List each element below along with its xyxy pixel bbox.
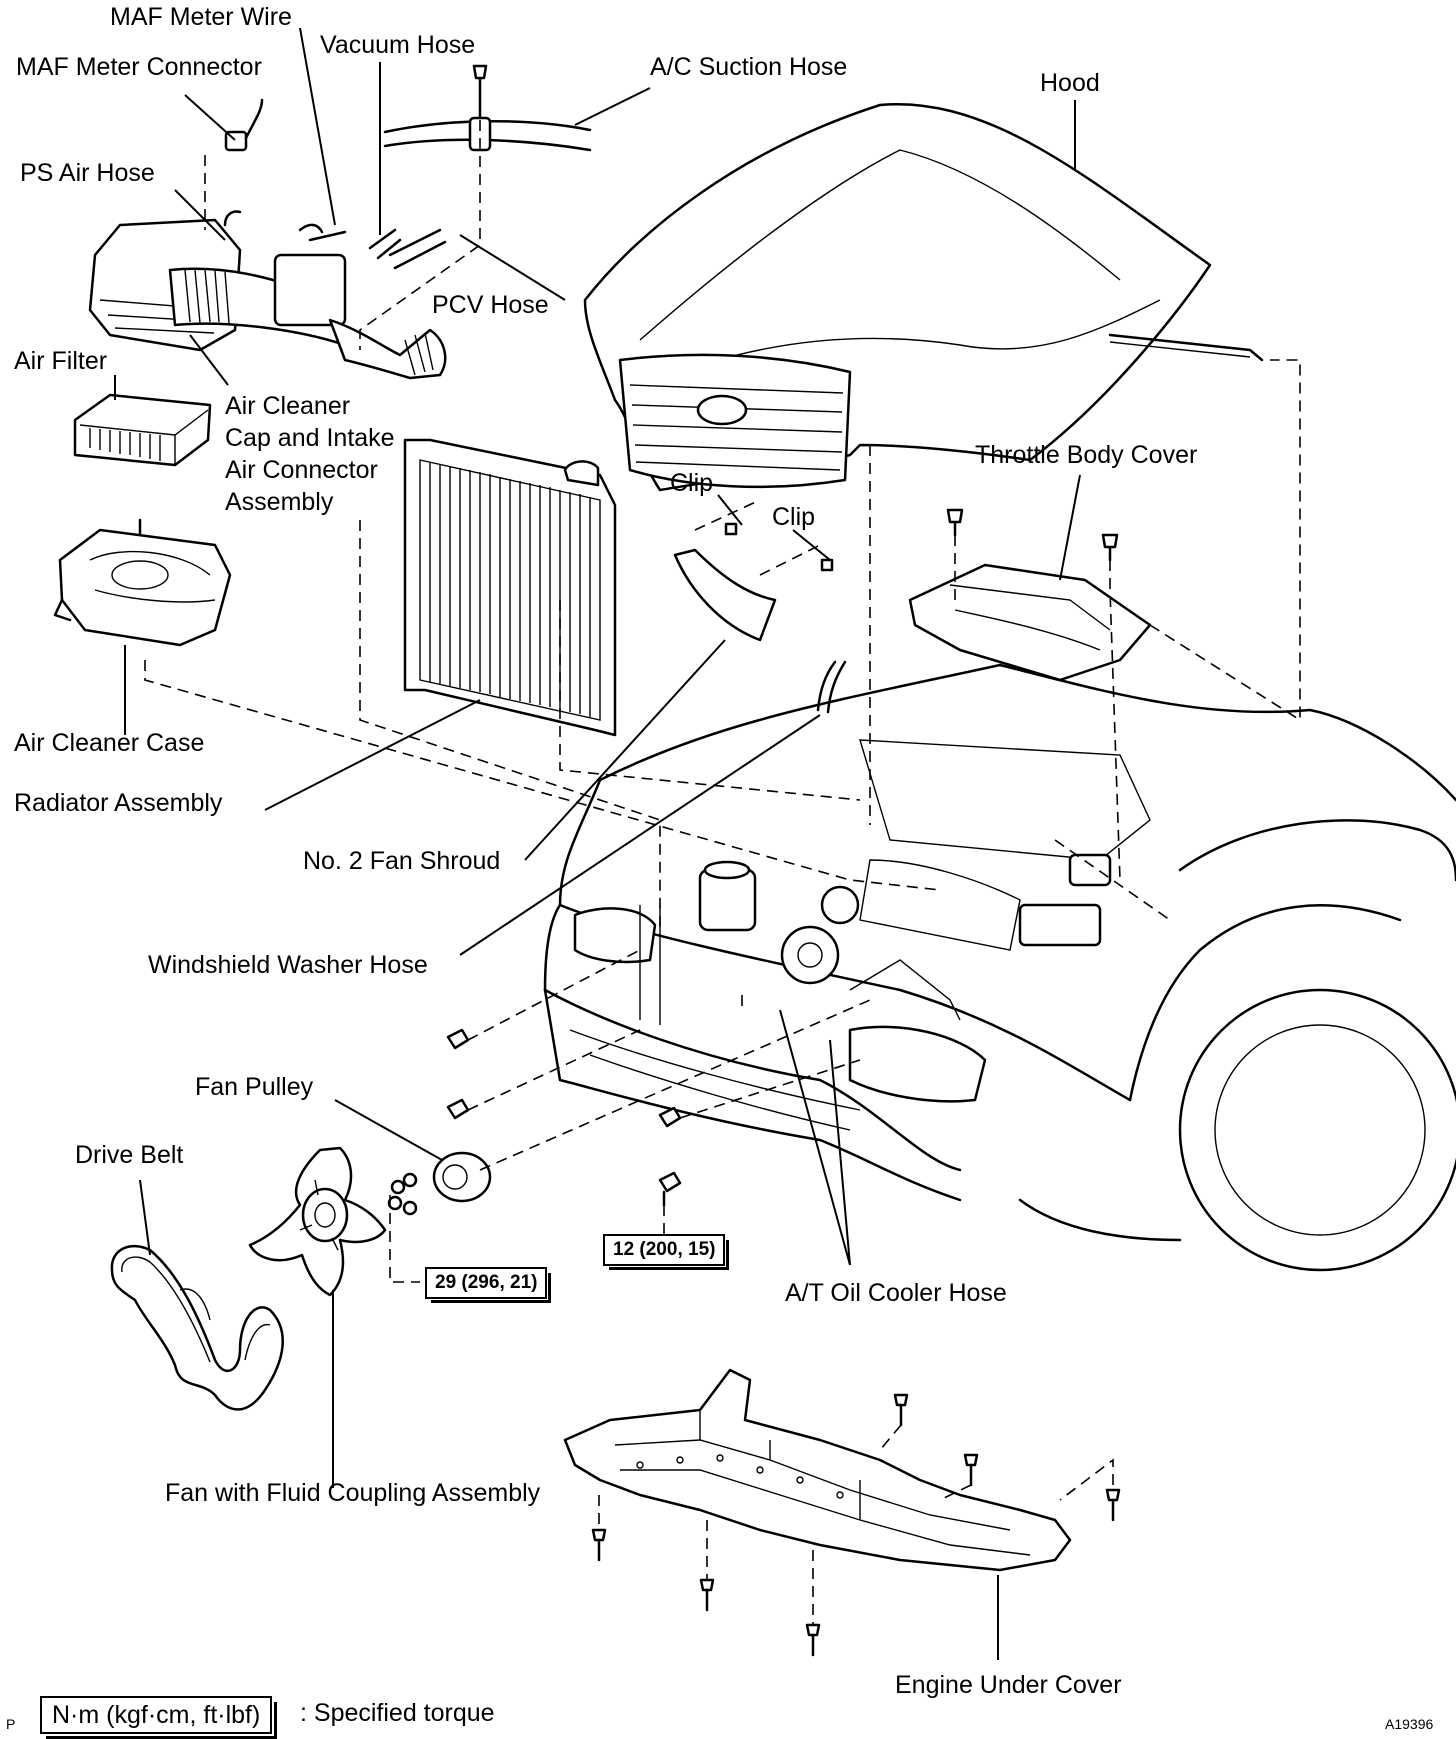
- hood-drawing: [583, 102, 1264, 492]
- label-drive-belt: Drive Belt: [75, 1141, 184, 1169]
- air-cleaner-case-drawing: [53, 518, 232, 647]
- bolts-drawing: [446, 1028, 1121, 1657]
- legend-text: : Specified torque: [300, 1699, 495, 1727]
- ac-suction-hose-drawing: [383, 64, 592, 152]
- air-cleaner-cap-drawing: [88, 210, 447, 380]
- drive-belt-drawing: [110, 1244, 284, 1411]
- radiator-drawing: [403, 438, 617, 737]
- label-ps-air-hose: PS Air Hose: [20, 159, 155, 187]
- legend-unit-box: N·m (kgf·cm, ft·lbf): [40, 1696, 278, 1739]
- leader-lines: [114, 27, 1081, 1660]
- label-hood: Hood: [1040, 69, 1100, 97]
- label-ac-suction-hose: A/C Suction Hose: [650, 53, 848, 81]
- air-filter-drawing: [73, 393, 212, 467]
- label-fan-pulley: Fan Pulley: [195, 1073, 314, 1101]
- fan-drawing: [248, 1146, 387, 1297]
- label-pcv-hose: PCV Hose: [432, 291, 549, 319]
- figure-id: A19396: [1385, 1716, 1434, 1732]
- label-clip-1: Clip: [670, 469, 714, 497]
- maf-connector-drawing: [224, 98, 347, 242]
- label-air-cleaner-cap: Air Cleaner Cap and Intake Air Connector…: [225, 392, 395, 516]
- corner-mark-left: P: [6, 1716, 16, 1732]
- label-engine-under-cover: Engine Under Cover: [895, 1671, 1122, 1699]
- label-clip-2: Clip: [772, 503, 816, 531]
- label-at-oil-cooler-hose: A/T Oil Cooler Hose: [785, 1279, 1007, 1307]
- label-fan-with-fluid-coupling: Fan with Fluid Coupling Assembly: [165, 1479, 541, 1507]
- label-vacuum-hose: Vacuum Hose: [320, 31, 476, 59]
- label-no2-fan-shroud: No. 2 Fan Shroud: [303, 847, 501, 875]
- label-windshield-washer-hose: Windshield Washer Hose: [148, 951, 428, 979]
- label-radiator-assembly: Radiator Assembly: [14, 789, 223, 817]
- label-maf-meter-connector: MAF Meter Connector: [16, 53, 262, 81]
- fan-pulley-drawing: [387, 1151, 492, 1216]
- label-air-filter: Air Filter: [14, 347, 108, 375]
- torque-box-bolt: 12 (200, 15): [603, 1234, 730, 1270]
- label-throttle-body-cover: Throttle Body Cover: [975, 441, 1198, 469]
- fan-shroud-drawing: [673, 522, 834, 642]
- label-air-cleaner-case: Air Cleaner Case: [14, 729, 205, 757]
- engine-under-cover-drawing: [563, 1368, 1072, 1572]
- torque-box-fan-pulley: 29 (296, 21): [425, 1267, 552, 1303]
- vehicle-body-drawing: [543, 663, 1456, 1272]
- assembly-dashed-lines: [144, 120, 1301, 1625]
- throttle-body-cover-drawing: [908, 508, 1152, 682]
- vacuum-hose-drawing: [368, 228, 447, 270]
- label-maf-meter-wire: MAF Meter Wire: [110, 3, 292, 31]
